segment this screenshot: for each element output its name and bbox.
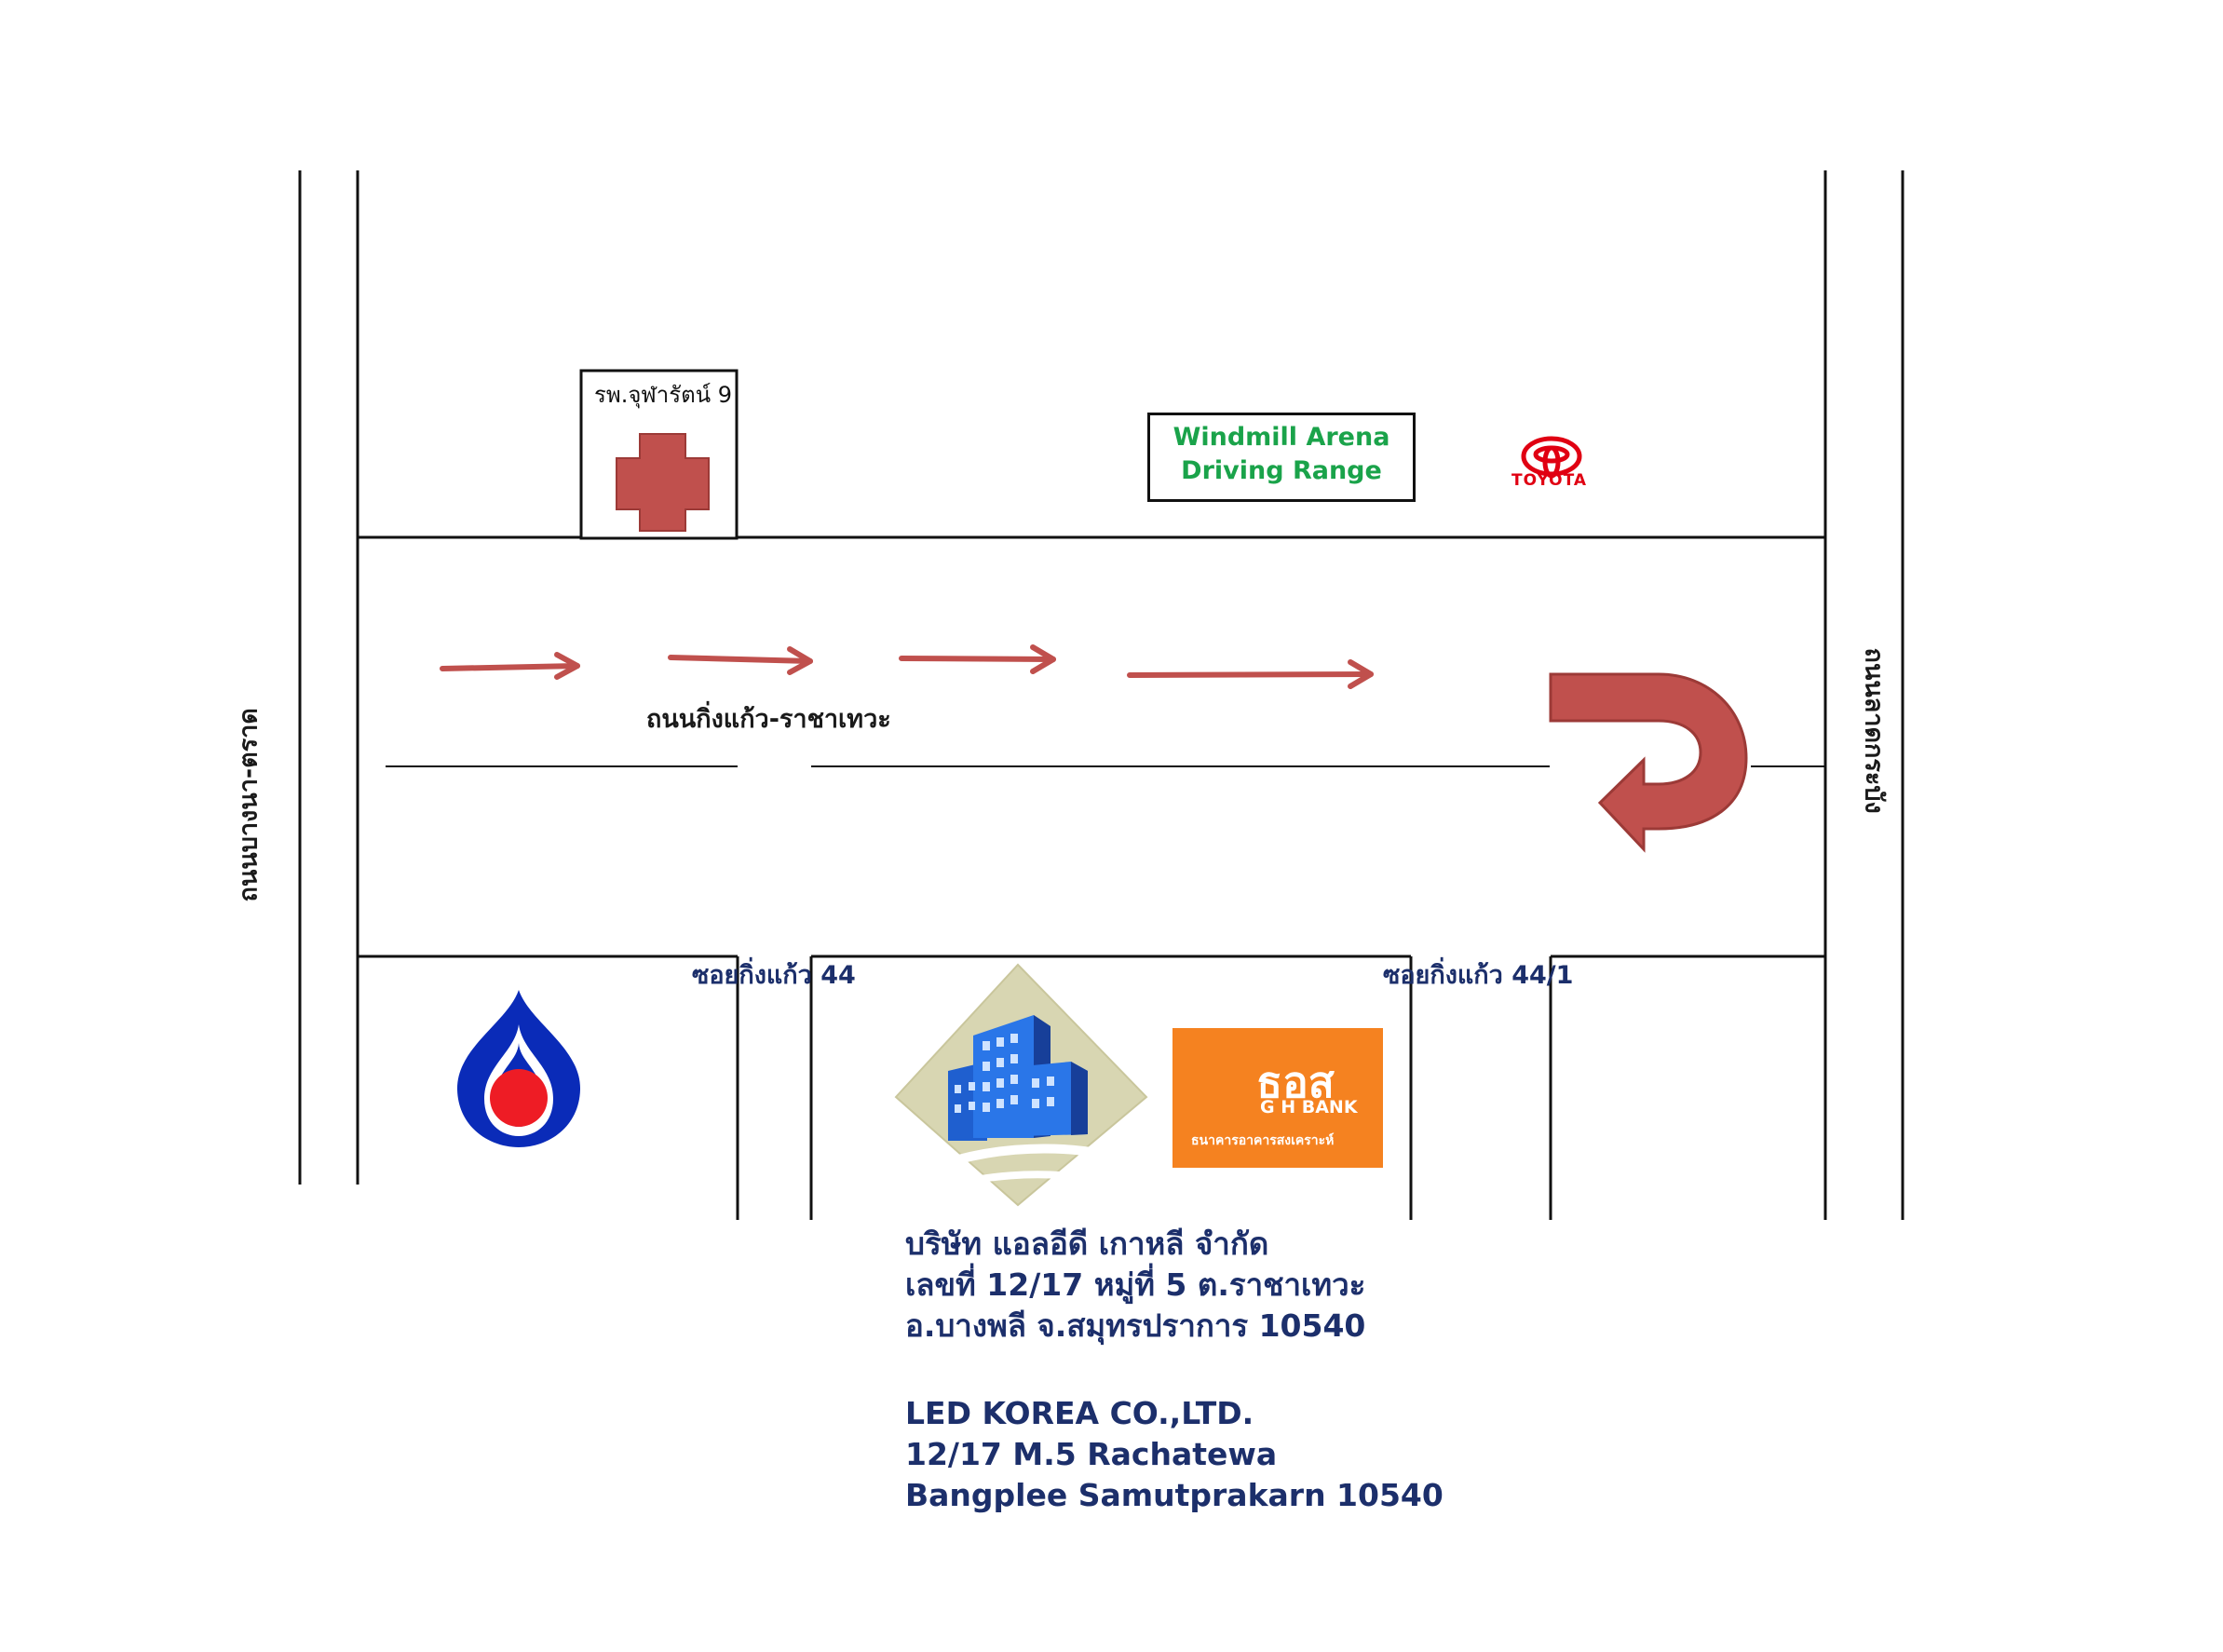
u-turn-arrow [1549,672,1748,853]
address-thai-line-3: อ.บางพลี จ.สมุทรปราการ 10540 [905,1307,1366,1344]
direction-arrow-icon [899,644,1056,674]
direction-arrow-icon [1127,659,1374,689]
windmill-title: Windmill Arena [1172,423,1390,452]
soi-44-1-label: ซอยกิ่งแก้ว 44/1 [1383,961,1574,990]
direction-arrow-icon [440,652,580,680]
address-english-line-3: Bangplee Samutprakarn 10540 [905,1477,1444,1513]
windmill-subtitle: Driving Range [1181,456,1382,485]
company-address-english: LED KOREA CO.,LTD. 12/17 M.5 Rachatewa B… [905,1393,1444,1516]
address-english-line-1: LED KOREA CO.,LTD. [905,1395,1254,1431]
soi-44-label: ซอยกิ่งแก้ว 44 [692,961,856,990]
ghb-sub-text: G H BANK [1260,1097,1358,1117]
direction-arrows [440,644,1374,689]
company-address: บริษัท แอลอีดี เกาหลี จำกัด เลขที่ 12/17… [905,1224,1365,1347]
direction-arrow-icon [668,646,813,675]
left-road-label: ถนนบางนา-ตราด [234,708,264,902]
toyota-logo-text: TOYOTA [1511,471,1588,490]
red-cross-icon [616,433,710,532]
ghb-full-name: ธนาคารอาคารสงเคราะห์ [1191,1133,1335,1148]
toyota-logo-icon [1521,436,1582,479]
ptt-flame-logo-icon [456,990,581,1147]
ghb-brand-text: ธอส [1256,1057,1335,1107]
address-thai-line-1: บริษัท แอลอีดี เกาหลี จำกัด [905,1225,1269,1262]
main-road-label: ถนนกิ่งแก้ว-ราชาเทวะ [646,705,891,734]
windmill-arena-sign: Windmill Arena Driving Range [1147,413,1416,502]
office-building-icon [894,963,1148,1207]
right-road-label: ถนนลาดกระบัง [1859,647,1889,814]
hospital-label: รพ.จุฬารัตน์ 9 [594,382,733,408]
ghb-bank-logo: ธอส G H BANK ธนาคารอาคารสงเคราะห์ [1172,1028,1383,1168]
address-thai-line-2: เลขที่ 12/17 หมู่ที่ 5 ต.ราชาเทวะ [905,1266,1366,1303]
address-english-line-2: 12/17 M.5 Rachatewa [905,1436,1278,1472]
road-lines [298,170,1904,1220]
